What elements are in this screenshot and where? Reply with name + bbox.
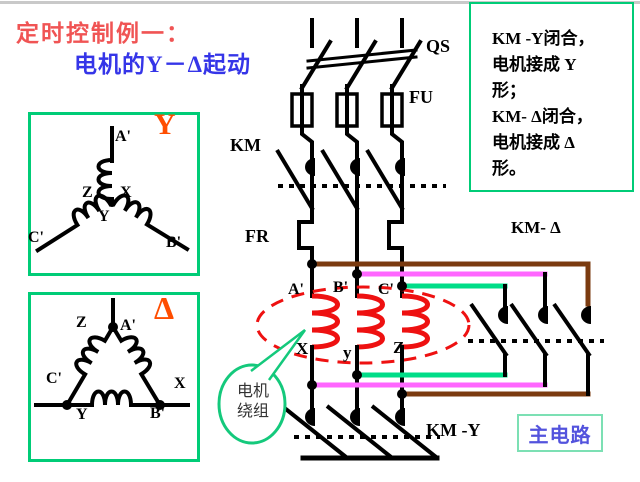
winding-label-y-bottom: y: [343, 343, 352, 362]
y-terminal-a: A': [115, 128, 131, 145]
label-km-delta: KM- Δ: [511, 218, 561, 237]
winding-label-b-top: B': [333, 279, 349, 296]
winding-label-z-bottom: Z: [393, 338, 405, 357]
km-contactor-icon: [275, 148, 446, 212]
label-fr: FR: [245, 226, 269, 246]
winding-label-x-bottom: X: [296, 339, 309, 358]
explanation-line: KM- Δ闭合，: [492, 107, 593, 126]
delta-terminal-z: Z: [76, 314, 87, 331]
delta-wiring-bottom: [309, 372, 591, 397]
slide-top-rule: [0, 1, 640, 4]
delta-terminal-x: X: [174, 375, 186, 392]
callout-line: 绕组: [236, 403, 269, 420]
y-diagram-box: [28, 112, 200, 276]
y-terminal-b: B': [166, 234, 182, 251]
delta-connection-drawing: [34, 298, 190, 410]
label-qs: QS: [426, 36, 451, 56]
delta-symbol: Δ: [154, 290, 175, 326]
y-terminal-x: X: [120, 184, 132, 201]
delta-terminal-a: A': [120, 317, 136, 334]
km-y-contactor-icon: [280, 404, 440, 461]
delta-terminal-y: Y: [76, 406, 88, 423]
motor-winding-coils: [311, 293, 430, 350]
page-title: 定时控制例一：: [16, 21, 191, 46]
y-terminal-y: Y: [98, 208, 110, 225]
explanation-line: 形。: [492, 159, 526, 178]
explanation-line: KM -Y闭合，: [492, 29, 595, 48]
main-circuit-badge: 主电路: [517, 414, 603, 452]
callout-line: 电机: [236, 383, 269, 400]
y-terminal-z: Z: [82, 184, 93, 201]
explanation-line: 形；: [492, 81, 526, 100]
delta-diagram-box: [28, 292, 200, 462]
explanation-line: 电机接成 Y: [492, 55, 577, 74]
y-terminal-c: C': [28, 229, 44, 246]
km-delta-contactor-icon: [468, 302, 604, 396]
power-supply-lines: [310, 18, 404, 48]
y-symbol: Y: [154, 108, 176, 141]
label-km: KM: [230, 135, 261, 155]
delta-wiring-top: [309, 261, 591, 308]
callout-bubble: [217, 329, 307, 445]
main-circuit-badge-label: 主电路: [528, 424, 592, 447]
delta-terminal-b: B': [150, 405, 166, 422]
page-subtitle: 电机的Y－Δ起动: [74, 52, 252, 77]
fu-fuse-icons: [290, 84, 404, 162]
label-km-y: KM -Y: [426, 420, 481, 440]
winding-label-c-top: C': [378, 281, 394, 298]
label-fu: FU: [409, 87, 433, 107]
explanation-box: KM -Y闭合， 电机接成 Y 形； KM- Δ闭合， 电机接成 Δ 形。: [469, 2, 634, 192]
motor-winding-callout: 电机 绕组: [221, 382, 285, 422]
delta-terminal-c: C': [46, 370, 62, 387]
winding-highlight-ellipse: [255, 285, 471, 365]
winding-label-a-top: A': [288, 281, 304, 298]
junction-dots: [307, 259, 407, 399]
explanation-line: 电机接成 Δ: [492, 133, 575, 152]
qs-switch-icon: [299, 39, 423, 91]
y-connection-drawing: [35, 126, 190, 254]
